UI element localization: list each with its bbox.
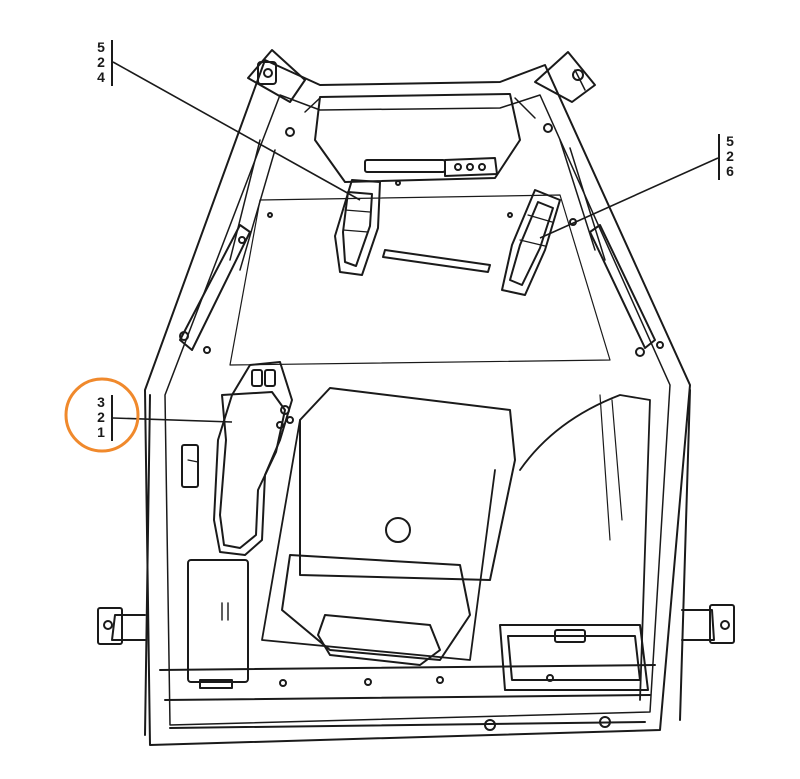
callout-524-digit-3: 4 <box>97 69 105 85</box>
leader-line-526 <box>539 157 719 239</box>
operator-seat <box>261 387 516 666</box>
top-left-bracket <box>229 49 306 271</box>
callout-524-digit-1: 5 <box>97 39 105 55</box>
pedal-left <box>334 179 381 276</box>
left-mount-lug <box>97 607 146 645</box>
floor-plate <box>229 180 611 366</box>
callout-321-digit-1: 3 <box>97 394 105 410</box>
callout-526-digit-3: 6 <box>726 163 734 179</box>
callout-321: 3 2 1 <box>64 377 140 453</box>
front-console <box>285 93 553 183</box>
lower-left-box <box>187 559 249 689</box>
pedal-right <box>501 189 561 296</box>
left-side-beam <box>179 224 251 354</box>
cab-outer-frame <box>144 59 691 746</box>
callout-526: 5 2 6 <box>718 133 734 180</box>
right-mount-lug <box>681 604 735 644</box>
leader-line-321 <box>112 417 233 423</box>
callout-526-digit-2: 2 <box>726 148 734 164</box>
rear-bolts <box>279 674 611 731</box>
callout-321-highlight-circle <box>64 377 140 453</box>
leader-lines <box>112 61 719 423</box>
leader-line-524 <box>112 61 361 201</box>
right-door-panel <box>499 394 651 701</box>
callout-321-digit-3: 1 <box>97 424 105 440</box>
right-side-beam <box>569 218 664 357</box>
callout-321-digit-2: 2 <box>97 409 105 425</box>
callout-524-digit-2: 2 <box>97 54 105 70</box>
callout-524: 5 2 4 <box>97 39 113 86</box>
lever-panel <box>181 361 294 556</box>
callout-526-digit-1: 5 <box>726 133 734 149</box>
